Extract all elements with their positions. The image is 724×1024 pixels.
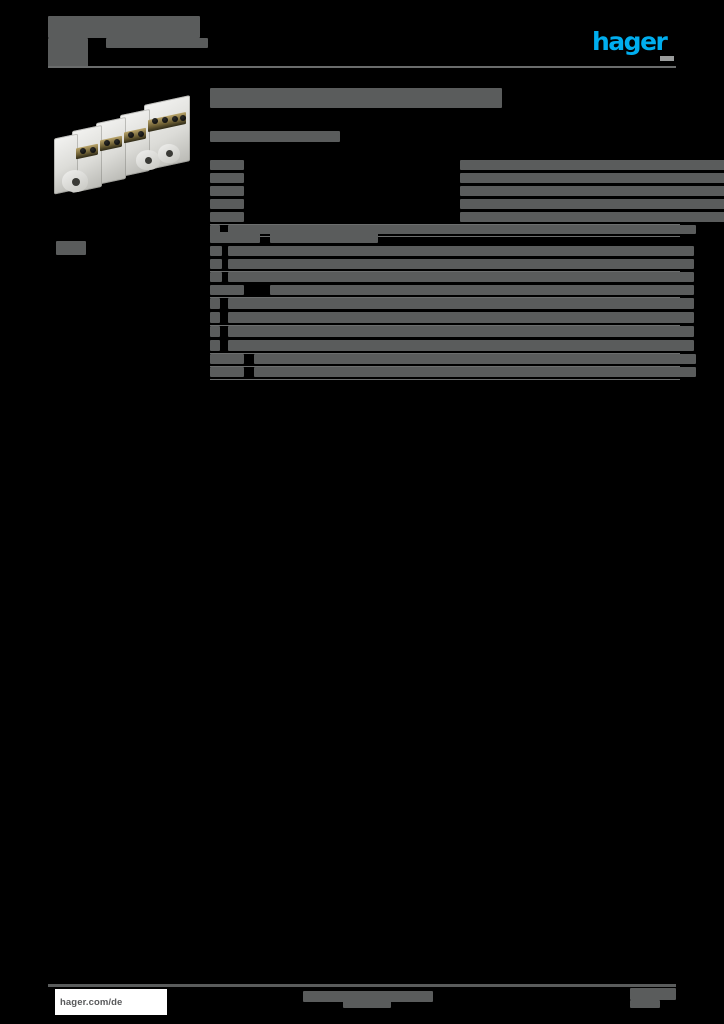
table-cell-value: [254, 367, 696, 377]
spec-table-primary: [210, 160, 724, 237]
table-row: [210, 160, 724, 173]
footer-url-box[interactable]: hager.com/de: [55, 989, 167, 1015]
table-row: [210, 367, 696, 380]
hager-logo-text: hager: [592, 27, 668, 56]
table-cell-label: [210, 354, 244, 364]
table-cell-value: [228, 312, 694, 323]
table-row: [210, 199, 724, 212]
logo-underline-mark: [660, 56, 674, 61]
footer-center-line-2: [343, 1001, 391, 1008]
table-cell-label: [210, 246, 222, 256]
table-row: [210, 312, 694, 326]
table-row: [210, 340, 694, 354]
header-divider: [48, 66, 676, 68]
header-title-line-1: [48, 16, 200, 38]
table-row-separator: [210, 325, 680, 326]
product-heading-block: [210, 88, 680, 142]
table-cell-label: [210, 340, 220, 351]
table-cell-label: [210, 186, 244, 196]
table-row-separator: [210, 379, 680, 380]
table-cell-value: [228, 326, 694, 337]
table-cell-value: [254, 354, 696, 364]
table-cell-label: [210, 326, 220, 337]
table-row: [210, 232, 680, 246]
table-cell-label: [210, 272, 222, 282]
table-cell-value: [460, 186, 724, 196]
table-cell-label: [210, 285, 244, 295]
table-row: [210, 272, 694, 285]
table-row-separator: [210, 297, 680, 298]
header-title-line-2b: [106, 38, 208, 48]
footer-right-line-1: [630, 988, 676, 1000]
table-row: [210, 298, 694, 312]
table-row-separator: [210, 366, 680, 367]
footer-right-line-2: [630, 1000, 660, 1008]
table-cell-label: [210, 312, 220, 323]
table-row: [210, 212, 724, 225]
footer-center-line-1: [303, 991, 433, 1002]
table-cell-label: [210, 160, 244, 170]
table-cell-label: [210, 173, 244, 183]
product-subtitle: [210, 131, 340, 142]
product-title: [210, 88, 502, 108]
footer-url-label: hager.com/de: [60, 996, 123, 1008]
table-row-separator: [210, 353, 680, 354]
table-row-separator: [210, 224, 680, 225]
table-row: [210, 225, 696, 237]
table-cell-value: [270, 285, 694, 295]
table-row: [210, 354, 696, 367]
spec-table-secondary: [210, 232, 696, 380]
table-cell-value: [460, 199, 724, 209]
table-cell-value: [228, 298, 694, 309]
table-cell-value: [228, 246, 694, 256]
table-cell-value: [460, 173, 724, 183]
table-row: [210, 173, 724, 186]
table-row-separator: [210, 236, 680, 237]
table-cell-label: [210, 199, 244, 209]
table-cell-label: [210, 232, 260, 243]
hager-logo: hager: [592, 27, 676, 61]
table-cell-label: [210, 225, 220, 234]
table-cell-value: [228, 225, 696, 234]
table-cell-label: [210, 298, 220, 309]
table-cell-value: [460, 212, 724, 222]
table-cell-label: [210, 367, 244, 377]
table-row: [210, 285, 694, 298]
table-row: [210, 326, 694, 340]
page-header: hager: [48, 12, 676, 70]
table-cell-value: [270, 232, 378, 243]
product-photo: [52, 92, 204, 202]
table-row: [210, 186, 724, 199]
footer-divider: [48, 984, 676, 987]
table-cell-label: [210, 212, 244, 222]
table-row: [210, 246, 694, 259]
table-cell-label: [210, 259, 222, 269]
table-row-separator: [210, 271, 680, 272]
sidebar-note: [56, 241, 86, 255]
table-cell-value: [460, 160, 724, 170]
table-cell-value: [228, 340, 694, 351]
table-row: [210, 259, 694, 272]
header-title-line-2: [48, 38, 88, 68]
table-cell-value: [228, 259, 694, 269]
table-cell-value: [228, 272, 694, 282]
